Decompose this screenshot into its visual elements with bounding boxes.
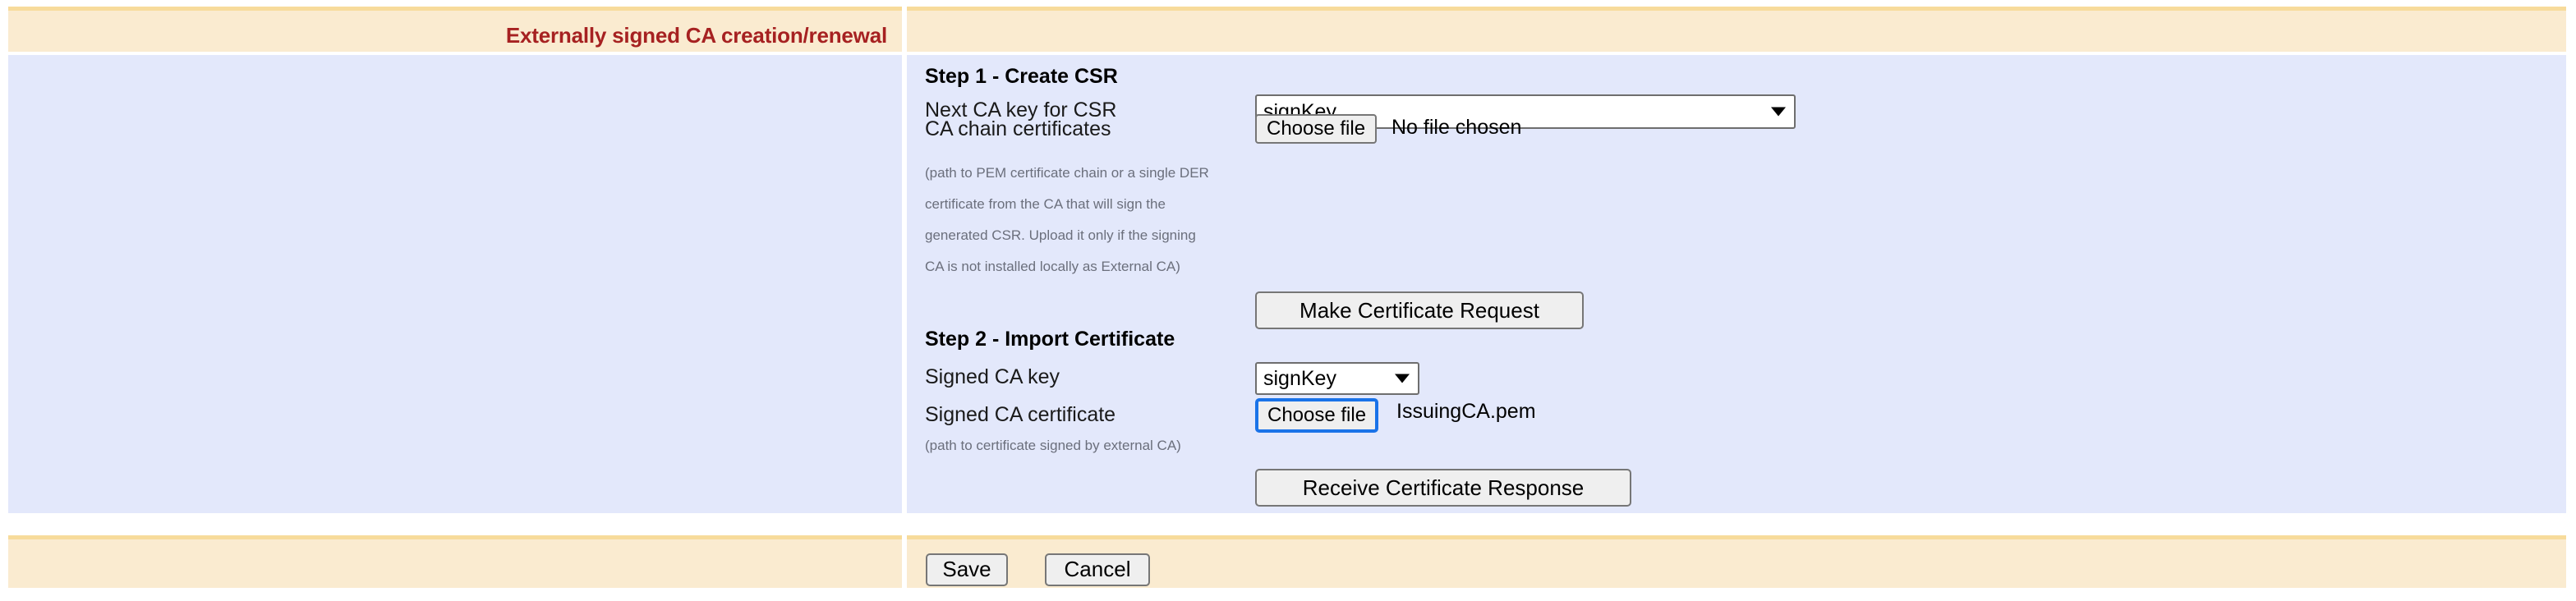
page-title: Externally signed CA creation/renewal (505, 23, 887, 48)
header-cell-right (907, 7, 2566, 52)
step2-heading: Step 2 - Import Certificate (925, 328, 1175, 351)
ca-chain-file-status: No file chosen (1392, 116, 1522, 139)
cancel-button[interactable]: Cancel (1045, 553, 1150, 586)
signed-ca-key-select-value: signKey (1263, 367, 1336, 390)
content-cell-left-spacer (8, 55, 902, 513)
ca-chain-help-line-2: certificate from the CA that will sign t… (925, 196, 1166, 212)
chevron-down-icon (1771, 107, 1786, 117)
signed-ca-certificate-help-line-1: (path to certificate signed by external … (925, 438, 1181, 453)
chevron-down-icon (1395, 374, 1410, 383)
header-row: Externally signed CA creation/renewal (8, 7, 2566, 52)
ca-chain-choose-file-button[interactable]: Choose file (1255, 114, 1378, 144)
footer-cell-right: Save Cancel (907, 535, 2566, 588)
next-ca-key-label: Next CA key for CSR (925, 99, 1117, 122)
signed-ca-certificate-file-name: IssuingCA.pem (1396, 400, 1536, 423)
content-row: Step 1 - Create CSR Next CA key for CSR … (8, 55, 2566, 513)
make-certificate-request-button[interactable]: Make Certificate Request (1255, 291, 1584, 329)
external-ca-form: Step 1 - Create CSR Next CA key for CSR … (907, 55, 2566, 513)
receive-certificate-response-button[interactable]: Receive Certificate Response (1255, 469, 1631, 507)
footer-row: Save Cancel (8, 535, 2566, 588)
content-cell-right: Step 1 - Create CSR Next CA key for CSR … (907, 55, 2566, 513)
ca-chain-help-line-1: (path to PEM certificate chain or a sing… (925, 165, 1209, 181)
step1-heading: Step 1 - Create CSR (925, 65, 1118, 88)
ca-chain-help-line-4: CA is not installed locally as External … (925, 259, 1180, 274)
signed-ca-certificate-label: Signed CA certificate (925, 403, 1116, 426)
header-cell-left: Externally signed CA creation/renewal (8, 7, 902, 52)
footer-cell-left-spacer (8, 535, 902, 588)
signed-ca-certificate-choose-file-button[interactable]: Choose file (1255, 398, 1379, 433)
ca-chain-certificates-label: CA chain certificates (925, 117, 1111, 140)
save-button[interactable]: Save (926, 553, 1008, 586)
signed-ca-key-label: Signed CA key (925, 365, 1060, 388)
signed-ca-key-select[interactable]: signKey (1255, 362, 1419, 395)
ca-chain-help-line-3: generated CSR. Upload it only if the sig… (925, 227, 1196, 243)
